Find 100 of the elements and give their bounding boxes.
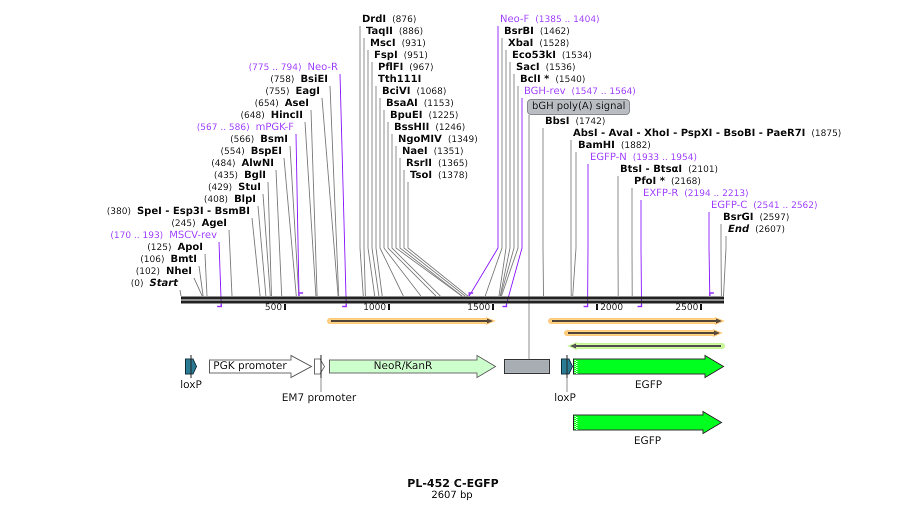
primer-leader-line — [216, 242, 222, 308]
restriction-site-label: (106) BmtI — [140, 254, 199, 266]
restriction-site-label: (758) BsiEI — [270, 74, 330, 86]
restriction-site-label: NgoMIV (1349) — [396, 134, 478, 146]
primer-label: Neo-F (1385 .. 1404) — [498, 14, 600, 26]
primer-label: EGFP-C (2541 .. 2562) — [709, 200, 818, 212]
restriction-site-label: SacI (1536) — [514, 62, 576, 74]
scale-label: 1000 — [363, 303, 386, 314]
restriction-site-label: MscI (931) — [368, 38, 426, 50]
dna-backbone — [181, 296, 724, 304]
leader-line — [500, 62, 510, 296]
leader-line — [290, 146, 300, 296]
leader-line — [408, 182, 468, 296]
scale-label: 2000 — [600, 303, 624, 314]
restriction-site-label: BsaAI (1153) — [384, 98, 454, 110]
sequence-length-label: 2607 bp — [431, 490, 473, 502]
leader-line — [198, 266, 204, 296]
feature-label: loxP — [180, 379, 202, 392]
restriction-site-label: DrdI (876) — [360, 14, 416, 26]
feature-block — [561, 355, 573, 378]
leader-line — [268, 182, 272, 296]
restriction-site-label: BtsI - BtsαI (2101) — [618, 164, 718, 176]
restriction-site-label: (408) BlpI — [204, 194, 258, 206]
primer-leader-line — [582, 164, 588, 308]
leader-line — [262, 194, 271, 296]
map-title: PL-452 C-EGFP — [407, 477, 499, 490]
restriction-site-label: RsrII (1365) — [404, 158, 468, 170]
leader-line — [380, 98, 404, 296]
leader-line — [360, 26, 364, 296]
primer-leader-line — [636, 200, 642, 308]
leader-line — [501, 86, 518, 296]
feature-label: loxP — [554, 392, 576, 405]
leader-line — [310, 110, 318, 296]
feature-block — [329, 355, 496, 378]
restriction-site-label: (648) HincII — [240, 110, 305, 122]
leader-line — [542, 128, 544, 296]
primer-leader-line — [296, 134, 304, 297]
restriction-site-label: (435) BglI — [214, 170, 268, 182]
restriction-site-label: (102) NheI — [136, 266, 194, 278]
feature-box — [504, 359, 550, 374]
leader-line — [404, 170, 466, 296]
scale-label: 2500 — [675, 303, 698, 314]
feature-label: EGFP — [634, 435, 662, 448]
leader-line — [388, 122, 436, 296]
leader-line — [618, 176, 619, 296]
restriction-site-label: PfoI * (2168) — [632, 176, 701, 188]
leader-line — [322, 98, 339, 296]
restriction-site-label: AbsI - AvaI - XhoI - PspXI - BsoBI - PaeR7I (1875) — [571, 128, 842, 140]
leader-line — [304, 122, 316, 296]
restriction-site-label: (125) ApoI — [147, 242, 205, 254]
restriction-site-label: (755) EagI — [265, 86, 322, 98]
leader-line — [723, 236, 726, 296]
leader-line — [194, 278, 203, 296]
primer-label: EGFP-N (1933 .. 1954) — [588, 152, 697, 164]
restriction-site-label: BciVI (1068) — [380, 86, 446, 98]
feature-label: NeoR/KanR — [374, 360, 432, 373]
primer-leader-line — [708, 212, 714, 297]
restriction-site-label: Eco53kI (1534) — [510, 50, 592, 62]
primer-label: EXFP-R (2194 .. 2213) — [641, 188, 749, 200]
scale-label: 1500 — [467, 303, 490, 314]
restriction-site-label: PflFI (967) Tth111I — [376, 62, 434, 86]
primer-label: (170 .. 193) MSCV-rev — [110, 230, 219, 242]
leader-line — [376, 86, 383, 296]
restriction-site-label: BsrBI (1462) — [502, 26, 570, 38]
leader-line — [276, 170, 282, 296]
sequence-end-label: (0) Start — [130, 278, 180, 290]
leader-line — [372, 62, 380, 296]
leader-line — [258, 206, 266, 296]
leader-line — [392, 134, 441, 296]
leader-line — [570, 140, 572, 296]
restriction-site-label: NaeI (1351) — [400, 146, 464, 158]
leader-line — [368, 50, 376, 296]
sequence-end-label: End (2607) — [726, 224, 786, 236]
restriction-site-label: (429) StuI — [208, 182, 263, 194]
restriction-site-label: BpuEI (1225) — [388, 110, 458, 122]
leader-line — [498, 50, 506, 296]
leader-line — [204, 254, 208, 296]
primer-label: BGH-rev (1547 .. 1564) — [522, 86, 636, 98]
restriction-site-label: BamHI (1882) — [576, 140, 651, 152]
restriction-site-label: TsoI (1378) — [408, 170, 468, 182]
restriction-site-label: (566) BsmI — [230, 134, 290, 146]
primer-leader-line — [502, 98, 522, 308]
restriction-site-label: BssHII (1246) — [392, 122, 466, 134]
restriction-site-label: BsrGI (2597) — [721, 212, 790, 224]
restriction-site-label: (554) BspEI — [220, 146, 284, 158]
leader-line — [330, 86, 340, 296]
feature-block — [209, 355, 312, 378]
leader-line — [384, 110, 422, 296]
restriction-site-label: (245) AgeI — [171, 218, 229, 230]
feature-label: EM7 promoter — [282, 392, 356, 405]
leader-line — [572, 152, 576, 296]
leader-line — [364, 38, 366, 296]
primer-label: (775 .. 794) Neo-R — [248, 62, 340, 74]
restriction-site-label: (654) AseI — [254, 98, 311, 110]
leader-line — [528, 114, 530, 360]
leader-line — [500, 74, 514, 296]
restriction-site-label: (380) SpeI - Esp3I - BsmBI — [106, 206, 252, 218]
feature-label: PGK promoter — [213, 360, 287, 373]
leader-line — [566, 378, 568, 392]
primer-label: (567 .. 586) mPGK-F — [196, 122, 296, 134]
